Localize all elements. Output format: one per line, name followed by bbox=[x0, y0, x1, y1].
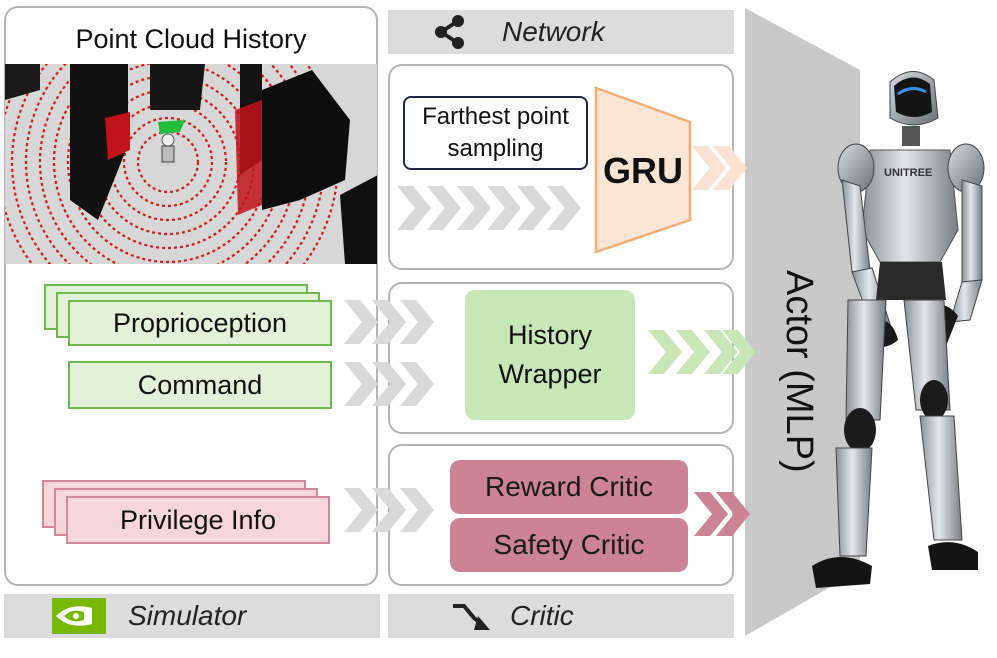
command-box: Command bbox=[68, 361, 332, 409]
nvidia-eye-logo-icon bbox=[52, 598, 106, 634]
robot-brand-text: UNITREE bbox=[884, 167, 932, 179]
critic-label: Critic bbox=[510, 600, 574, 631]
network-bar: Network bbox=[388, 10, 734, 54]
proprioception-box: Proprioception bbox=[68, 300, 332, 346]
share-network-icon bbox=[435, 15, 464, 49]
privilege-info-box: Privilege Info bbox=[66, 496, 330, 544]
simulator-label: Simulator bbox=[128, 600, 247, 631]
history-wrapper-box: History Wrapper bbox=[465, 290, 635, 420]
reward-critic-box: Reward Critic bbox=[450, 460, 688, 514]
gru-trapezoid bbox=[594, 86, 692, 254]
simulator-bar: Simulator bbox=[4, 594, 380, 638]
gru-label: GRU bbox=[603, 150, 683, 191]
critic-bar: Critic bbox=[388, 594, 734, 638]
network-label: Network bbox=[502, 16, 605, 47]
point-cloud-title: Point Cloud History bbox=[75, 24, 307, 54]
farthest-point-sampling-box: Farthest point sampling bbox=[403, 96, 588, 170]
trend-down-arrow-icon bbox=[453, 604, 490, 630]
safety-critic-box: Safety Critic bbox=[450, 518, 688, 572]
